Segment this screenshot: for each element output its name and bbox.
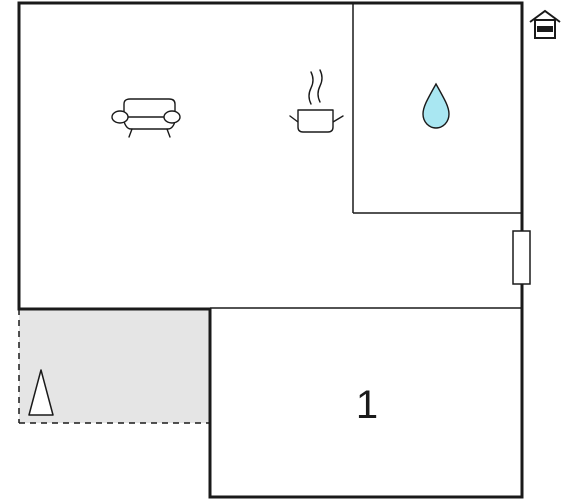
cooking-pot-icon <box>289 69 344 133</box>
sofa-icon <box>111 98 181 138</box>
bedroom-number-label: 1 <box>356 383 378 427</box>
main-room-walls <box>17 1 524 499</box>
window-icon <box>512 230 531 285</box>
bedroom-walls <box>208 307 524 499</box>
bathroom-walls <box>352 3 522 214</box>
water-drop-icon <box>422 82 450 129</box>
house-entrance-icon <box>529 9 561 39</box>
parasol-icon <box>28 369 54 416</box>
